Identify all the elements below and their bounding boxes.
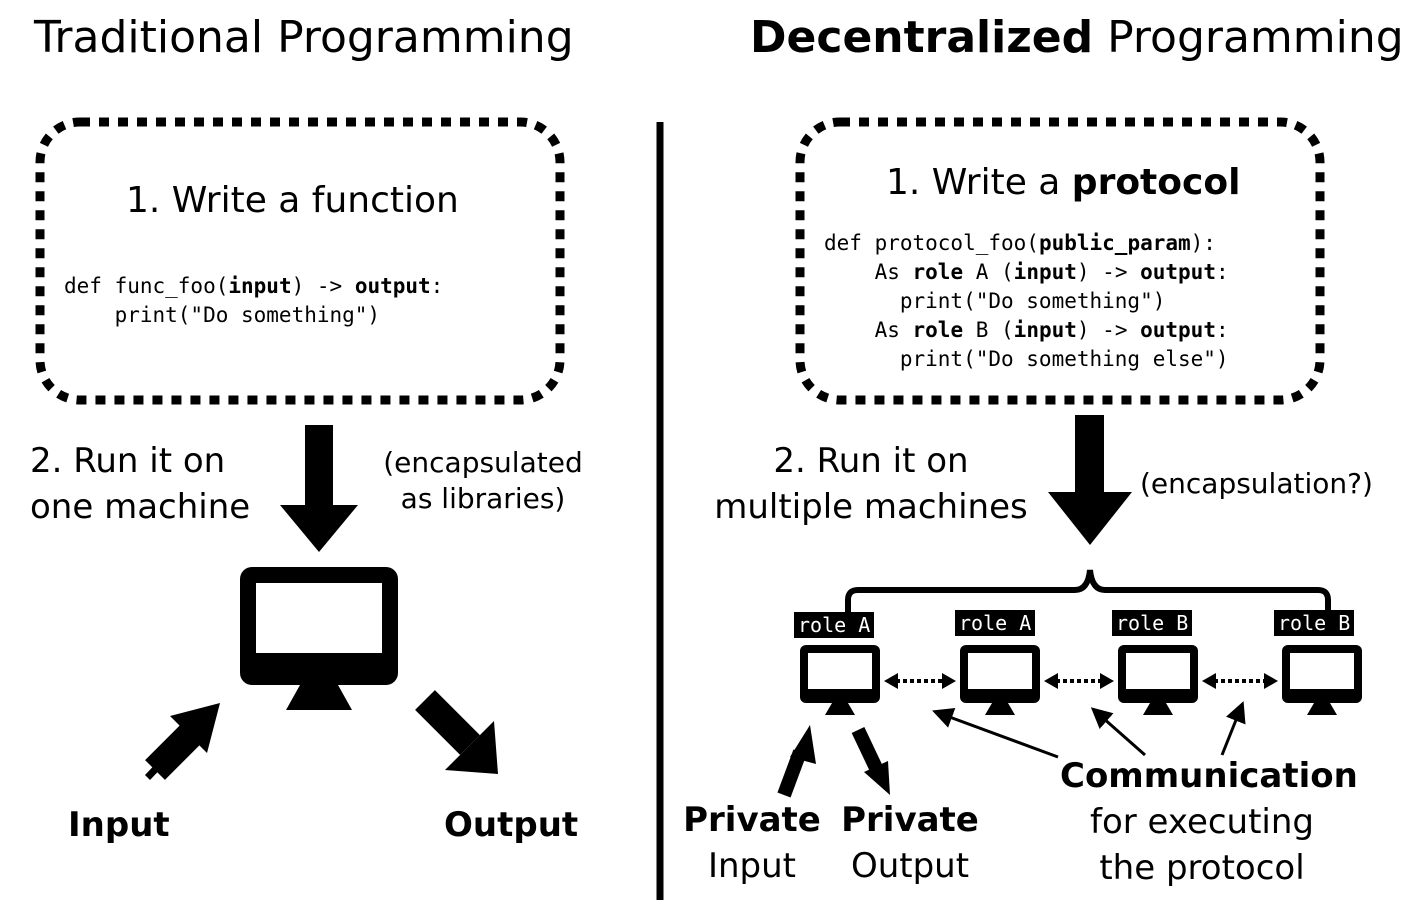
code-text: ) -> bbox=[1076, 260, 1141, 284]
left-step2-line1: 2. Run it on bbox=[30, 441, 226, 481]
right-down-arrow-icon bbox=[1048, 415, 1132, 545]
code-text: : bbox=[430, 274, 444, 298]
code-text: A ( bbox=[963, 260, 1014, 284]
comm-pointer-2 bbox=[1090, 707, 1146, 757]
right-step2: 2. Run it on multiple machines bbox=[706, 438, 1036, 530]
communication-line2: for executing bbox=[1089, 802, 1315, 842]
code-bold: input bbox=[1013, 260, 1077, 284]
computer-icon-1 bbox=[800, 645, 880, 715]
code-text: print("Do something") bbox=[824, 289, 1166, 313]
input-label: Input bbox=[68, 805, 170, 845]
code-text: : bbox=[1215, 260, 1229, 284]
link-arrow-1 bbox=[884, 673, 956, 689]
computer-icon-2 bbox=[960, 645, 1040, 715]
private-output-arrow-icon bbox=[851, 727, 890, 795]
code-text: : bbox=[1215, 318, 1229, 342]
right-title-bold: Decentralized bbox=[750, 12, 1094, 63]
code-text: print("Do something else") bbox=[824, 347, 1229, 371]
right-step2-line1: 2. Run it on bbox=[773, 441, 969, 481]
left-step2-line2: one machine bbox=[30, 487, 251, 527]
code-text: As bbox=[824, 318, 913, 342]
code-text: As bbox=[824, 260, 913, 284]
private-input-label: Private Input bbox=[682, 797, 822, 889]
left-code-block: def func_foo(input) -> output: print("Do… bbox=[64, 272, 443, 330]
output-label: Output bbox=[444, 805, 579, 845]
left-down-arrow-icon bbox=[280, 425, 358, 552]
left-note: (encapsulated as libraries) bbox=[378, 445, 588, 517]
comm-pointer-3 bbox=[1220, 701, 1246, 756]
code-bold: output bbox=[1140, 260, 1216, 284]
communication-line3: the protocol bbox=[1099, 848, 1305, 888]
role-label-3: role B bbox=[1112, 610, 1193, 636]
code-text: ) -> bbox=[291, 274, 355, 298]
code-text: def protocol_foo( bbox=[824, 231, 1039, 255]
machines-brace bbox=[845, 569, 1331, 612]
left-computer-icon bbox=[240, 567, 398, 710]
private-output-rest: Output bbox=[850, 846, 970, 886]
role-label-1: role A bbox=[794, 612, 875, 638]
role-label-4: role B bbox=[1274, 610, 1355, 636]
computer-icon-4 bbox=[1282, 645, 1362, 715]
right-code-block: def protocol_foo(public_param): As role … bbox=[824, 229, 1229, 374]
private-output-bold: Private bbox=[841, 800, 979, 840]
code-bold: input bbox=[228, 274, 292, 298]
output-arrow-icon bbox=[415, 690, 498, 774]
input-arrow-body bbox=[145, 720, 205, 780]
left-step2: 2. Run it on one machine bbox=[30, 438, 250, 530]
private-input-bold: Private bbox=[683, 800, 821, 840]
code-bold: role bbox=[912, 318, 964, 342]
right-title: Decentralized Programming bbox=[750, 12, 1404, 63]
left-title: Traditional Programming bbox=[34, 12, 574, 63]
box-title-pre: 1. Write a bbox=[886, 162, 1072, 203]
private-input-arrow-icon bbox=[777, 725, 816, 798]
code-bold: role bbox=[912, 260, 964, 284]
private-input-rest: Input bbox=[707, 846, 797, 886]
code-text: def func_foo( bbox=[64, 274, 229, 298]
computer-icon-3 bbox=[1118, 645, 1198, 715]
link-arrow-2 bbox=[1044, 673, 1114, 689]
right-note: (encapsulation?) bbox=[1140, 467, 1373, 500]
code-text: ): bbox=[1190, 231, 1216, 255]
code-bold: public_param bbox=[1038, 231, 1191, 255]
left-note-line1: (encapsulated bbox=[383, 446, 583, 479]
code-bold: output bbox=[354, 274, 431, 298]
code-text: B ( bbox=[963, 318, 1014, 342]
left-note-line2: as libraries) bbox=[400, 482, 566, 515]
link-arrow-3 bbox=[1202, 673, 1278, 689]
left-code-box bbox=[35, 117, 565, 405]
comm-pointer-1 bbox=[932, 707, 1059, 759]
right-title-rest: Programming bbox=[1093, 12, 1404, 63]
communication-bold: Communication bbox=[1060, 756, 1358, 796]
role-label-2: role A bbox=[955, 610, 1036, 636]
code-text: print("Do something") bbox=[64, 303, 381, 327]
left-box-title: 1. Write a function bbox=[126, 180, 459, 221]
right-step2-line2: multiple machines bbox=[714, 487, 1028, 527]
code-bold: output bbox=[1140, 318, 1216, 342]
code-bold: input bbox=[1013, 318, 1077, 342]
communication-label: Communication for executing the protocol bbox=[1060, 753, 1358, 891]
right-box-title: 1. Write a protocol bbox=[886, 162, 1240, 203]
box-title-bold: protocol bbox=[1071, 162, 1241, 203]
code-text: ) -> bbox=[1076, 318, 1141, 342]
private-output-label: Private Output bbox=[840, 797, 980, 889]
